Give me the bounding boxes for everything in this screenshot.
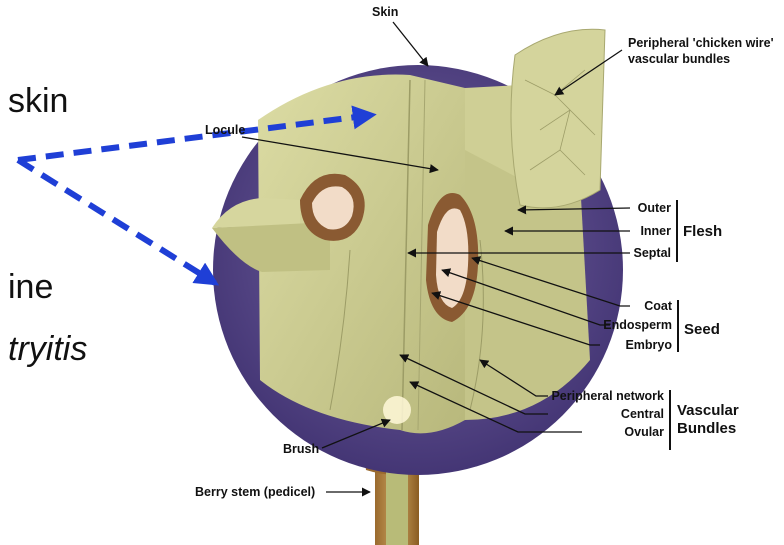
label-outer: Outer	[638, 201, 671, 215]
label-central: Central	[621, 407, 664, 421]
label-inner: Inner	[640, 224, 671, 238]
label-endosperm: Endosperm	[603, 318, 672, 332]
label-coat: Coat	[644, 299, 673, 313]
label-chicken-wire-line2: vascular bundles	[628, 52, 730, 66]
label-brush: Brush	[283, 442, 319, 456]
label-peripheral-network: Peripheral network	[551, 389, 664, 403]
label-embryo: Embryo	[625, 338, 672, 352]
label-locule: Locule	[205, 123, 245, 137]
label-flesh: Flesh	[683, 223, 722, 240]
label-chicken-wire-line1: Peripheral 'chicken wire'	[628, 36, 774, 50]
brush-glow	[383, 396, 411, 424]
chicken-wire-patch	[511, 29, 605, 208]
label-bundles: Bundles	[677, 420, 736, 437]
label-skin: Skin	[372, 5, 398, 19]
label-ovular: Ovular	[624, 425, 664, 439]
label-vascular: Vascular	[677, 402, 739, 419]
label-seed: Seed	[684, 321, 720, 338]
label-septal: Septal	[633, 246, 671, 260]
label-berry-stem: Berry stem (pedicel)	[195, 485, 315, 499]
